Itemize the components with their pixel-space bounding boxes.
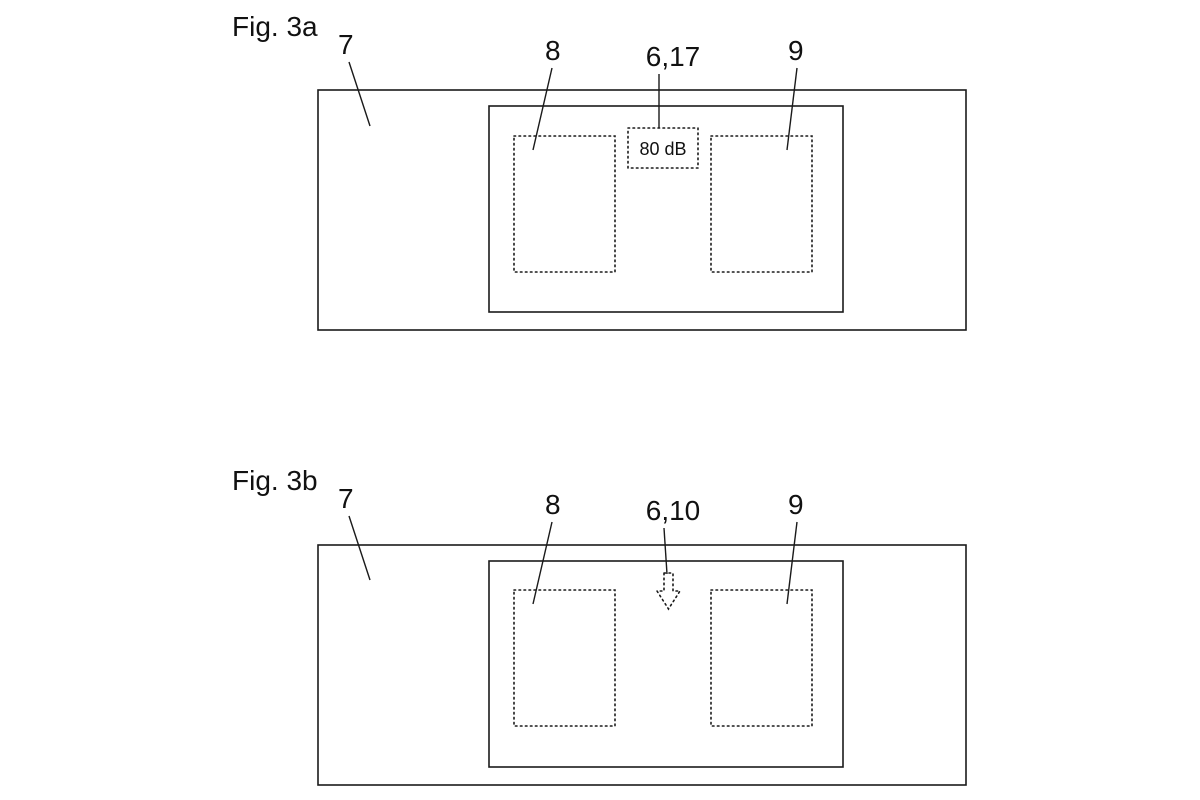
left-module — [513, 135, 616, 273]
right-module — [710, 589, 813, 727]
leader-line-outer — [348, 515, 371, 581]
inner-panel — [488, 560, 844, 768]
indicator-display-value: 80 dB — [639, 139, 686, 159]
leader-line-indicator — [663, 527, 668, 575]
figure-caption: Fig. 3a — [232, 11, 318, 42]
inner-panel — [488, 105, 844, 313]
ref-number-indicator: 6,10 — [646, 495, 701, 526]
ref-number-indicator: 6,17 — [646, 41, 701, 72]
ref-number-right-module: 9 — [788, 35, 804, 66]
ref-number-outer: 7 — [338, 29, 354, 60]
figure-3b: Fig. 3b 7 8 9 6,10 — [232, 465, 967, 786]
down-arrow-icon — [655, 572, 682, 611]
leader-line-right-module — [786, 521, 798, 605]
indicator-display — [627, 127, 699, 169]
ref-number-right-module: 9 — [788, 489, 804, 520]
leader-line-outer — [348, 61, 371, 127]
leader-line-left-module — [532, 67, 553, 151]
ref-number-outer: 7 — [338, 483, 354, 514]
leader-line-left-module — [532, 521, 553, 605]
ref-number-left-module: 8 — [545, 489, 561, 520]
figure-caption: Fig. 3b — [232, 465, 318, 496]
right-module — [710, 135, 813, 273]
outer-housing — [317, 89, 967, 331]
ref-number-left-module: 8 — [545, 35, 561, 66]
left-module — [513, 589, 616, 727]
figure-3a: Fig. 3a 7 8 9 80 dB 6,17 — [232, 11, 967, 331]
outer-housing — [317, 544, 967, 786]
leader-line-right-module — [786, 67, 798, 151]
